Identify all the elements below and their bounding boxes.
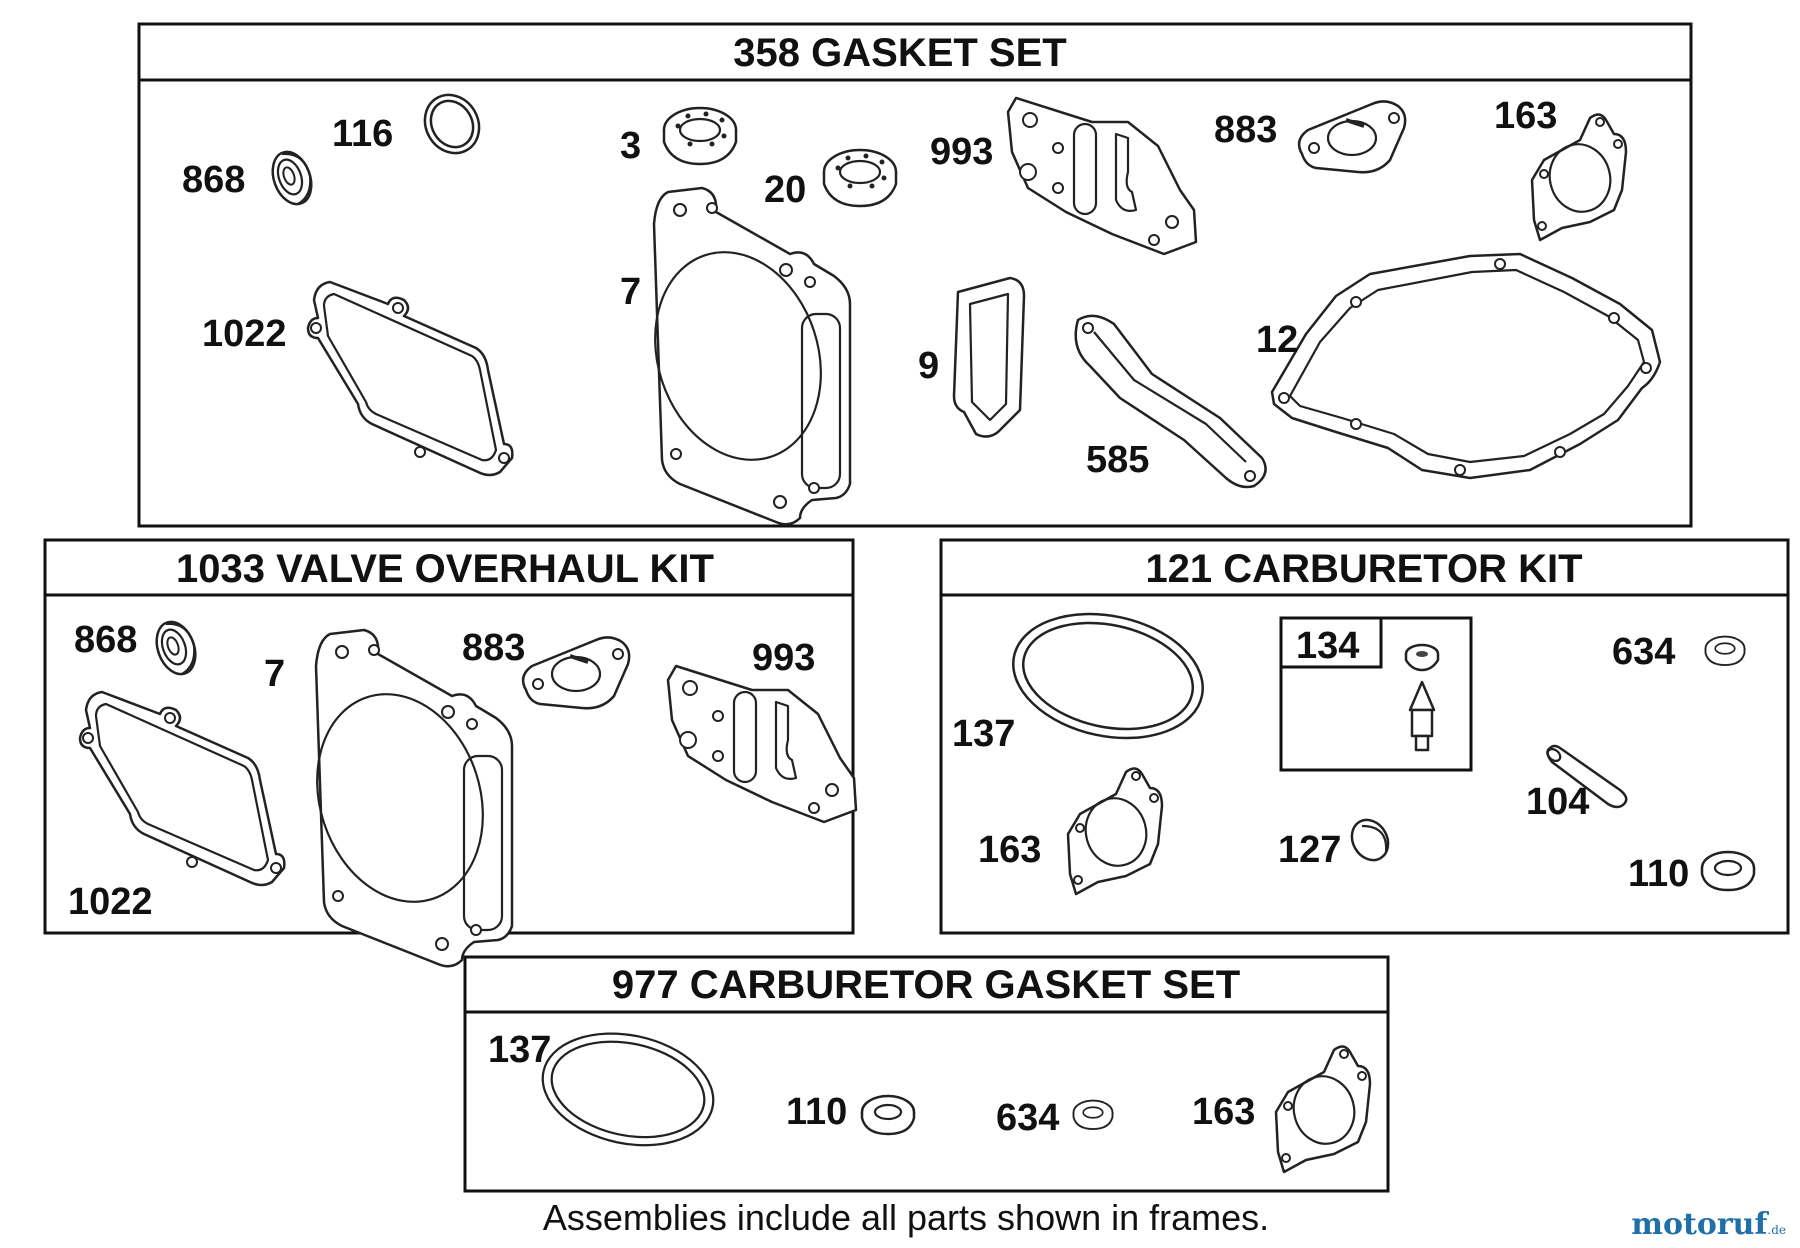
part-110-washer <box>1700 850 1756 892</box>
frame-carburetor-gasket-set: 977 CARBURETOR GASKET SET 137 110 634 16… <box>463 955 1390 1193</box>
watermark-logo: motoruf.de <box>1631 1207 1786 1242</box>
label-1022: 1022 <box>68 881 153 923</box>
part-993-plate-gasket <box>1006 96 1198 256</box>
part-1022-cover-gasket <box>78 690 286 887</box>
part-163-air-gasket <box>1066 767 1164 896</box>
label-7: 7 <box>264 653 285 695</box>
label-137: 137 <box>952 713 1015 755</box>
label-3: 3 <box>620 125 641 167</box>
label-634: 634 <box>1612 631 1675 673</box>
carburetor-gasket-set-title: 977 CARBURETOR GASKET SET <box>612 963 1240 1007</box>
part-104-pin <box>1546 744 1628 809</box>
part-inlet-needle <box>1408 680 1436 752</box>
label-110: 110 <box>1628 853 1689 895</box>
label-883: 883 <box>462 627 525 669</box>
part-seat-ring <box>1404 643 1440 672</box>
label-127: 127 <box>1278 829 1341 871</box>
part-868-oil-seal <box>264 145 320 211</box>
label-12: 12 <box>1256 319 1298 361</box>
part-7-head-gasket <box>289 628 514 968</box>
part-883-mount-gasket <box>521 635 632 711</box>
label-7: 7 <box>620 271 641 313</box>
label-634: 634 <box>996 1097 1059 1139</box>
footnote: Assemblies include all parts shown in fr… <box>543 1197 1269 1238</box>
frame-valve-overhaul-kit: 1033 VALVE OVERHAUL KIT 868 7 883 993 10… <box>43 538 858 968</box>
watermark-suffix: .de <box>1767 1223 1786 1237</box>
watermark-text: motoruf <box>1631 1207 1768 1242</box>
label-1022: 1022 <box>202 313 287 355</box>
label-110: 110 <box>786 1091 847 1133</box>
label-134: 134 <box>1296 625 1359 667</box>
part-137-oring <box>531 1017 725 1162</box>
label-163: 163 <box>978 829 1041 871</box>
label-883: 883 <box>1214 109 1277 151</box>
subkit-134-needle-seat <box>1279 616 1473 772</box>
label-585: 585 <box>1086 439 1149 481</box>
part-110-washer <box>860 1094 916 1136</box>
part-127-plug <box>1350 818 1390 862</box>
label-20: 20 <box>764 169 806 211</box>
label-163: 163 <box>1494 95 1557 137</box>
gasket-set-title: 358 GASKET SET <box>733 31 1066 75</box>
frame-gasket-set: 358 GASKET SET 116 868 3 20 993 883 163 … <box>137 22 1693 528</box>
part-137-oring <box>1000 596 1216 756</box>
carburetor-kit-title: 121 CARBURETOR KIT <box>1145 547 1582 591</box>
label-993: 993 <box>930 131 993 173</box>
part-868-oil-seal <box>148 615 204 681</box>
part-993-plate-gasket <box>666 664 858 824</box>
label-868: 868 <box>74 619 137 661</box>
part-163-air-gasket <box>1274 1045 1372 1174</box>
label-9: 9 <box>918 345 939 387</box>
part-20-seal <box>822 148 898 208</box>
label-993: 993 <box>752 637 815 679</box>
part-883-mount-gasket <box>1297 99 1408 175</box>
label-163: 163 <box>1192 1091 1255 1133</box>
part-1022-cover-gasket <box>306 280 514 477</box>
part-7-head-gasket <box>627 186 852 526</box>
label-116: 116 <box>332 113 393 155</box>
label-137: 137 <box>488 1029 551 1071</box>
part-116-ring <box>423 93 481 155</box>
label-104: 104 <box>1526 781 1589 823</box>
part-9-small-gasket <box>952 276 1026 438</box>
frame-carburetor-kit: 121 CARBURETOR KIT 137 134 634 104 <box>939 538 1790 935</box>
part-12-crankcase-gasket <box>1270 252 1662 480</box>
label-868: 868 <box>182 159 245 201</box>
part-634-washer <box>1072 1099 1114 1130</box>
part-634-washer <box>1704 635 1746 666</box>
part-3-seal <box>662 106 738 166</box>
part-585-long-gasket <box>1074 314 1267 489</box>
valve-kit-title: 1033 VALVE OVERHAUL KIT <box>176 547 714 591</box>
